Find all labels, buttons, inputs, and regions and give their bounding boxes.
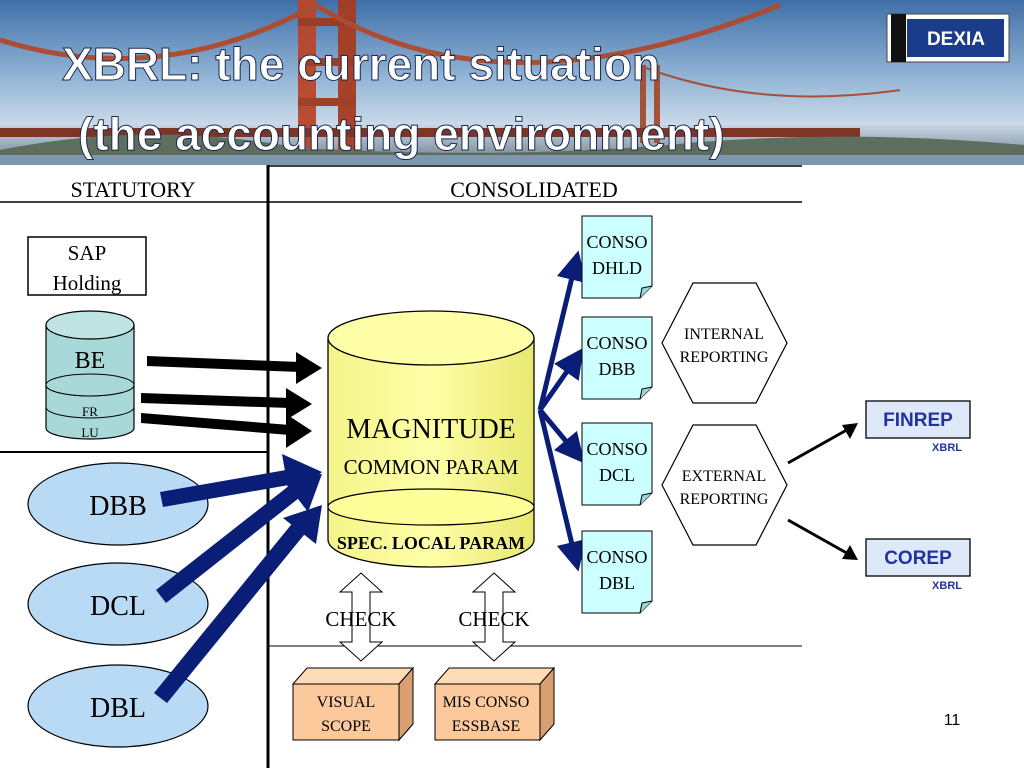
consolidated-header: CONSOLIDATED xyxy=(450,177,617,202)
dbb-label: DBB xyxy=(89,491,147,522)
visual-scope-box: VISUAL SCOPE xyxy=(291,666,415,742)
statutory-header: STATUTORY xyxy=(71,177,196,202)
check-label-2: CHECK xyxy=(458,607,529,631)
arrow-to-finrep xyxy=(787,423,858,465)
external-reporting-line2: REPORTING xyxy=(680,491,769,508)
arrow-fr-to-magnitude xyxy=(141,388,312,420)
corep-box: COREP XBRL xyxy=(865,538,971,592)
conso-dcl-line1: CONSO xyxy=(586,439,647,459)
conso-doc-dbl: CONSO DBL xyxy=(581,530,653,614)
finrep-box: FINREP XBRL xyxy=(865,400,971,454)
conso-dhld-line2: DHLD xyxy=(592,258,642,278)
db-fr-label: FR xyxy=(82,404,98,419)
conso-dhld-line1: CONSO xyxy=(586,232,647,252)
title-banner: XBRL: the current situation (the account… xyxy=(0,0,1024,165)
mis-conso-box: MIS CONSO ESSBASE xyxy=(433,666,556,742)
title-line-1: XBRL: the current situation xyxy=(62,38,660,90)
bridge-illustration xyxy=(0,0,1024,165)
check-arrow-1: CHECK xyxy=(325,572,397,662)
dcl-oval: DCL xyxy=(27,562,209,646)
arrow-to-corep xyxy=(787,518,858,560)
arrow-dcl-to-magnitude xyxy=(156,474,322,603)
conso-dcl-line2: DCL xyxy=(599,465,635,485)
conso-dbl-line2: DBL xyxy=(599,573,635,593)
statutory-feed-arrows xyxy=(141,352,322,448)
magnitude-database: MAGNITUDE COMMON PARAM SPEC. LOCAL PARAM xyxy=(327,310,535,568)
corep-label: COREP xyxy=(884,548,952,569)
corep-xbrl-tag: XBRL xyxy=(932,580,962,592)
finrep-xbrl-tag: XBRL xyxy=(932,442,962,454)
conso-fan-arrows xyxy=(537,250,587,572)
arrow-lu-to-magnitude xyxy=(141,413,312,448)
magnitude-title: MAGNITUDE xyxy=(346,414,516,445)
internal-reporting-line2: REPORTING xyxy=(680,349,769,366)
visual-scope-line1: VISUAL xyxy=(317,694,376,711)
sap-holding-line2: Holding xyxy=(53,271,122,295)
output-arrows xyxy=(787,423,858,560)
sap-holding-line1: SAP xyxy=(68,241,107,265)
logo-text: DEXIA xyxy=(927,29,985,50)
conso-dbb-line2: DBB xyxy=(598,359,635,379)
arrow-dbl-to-magnitude xyxy=(154,505,322,703)
arrow-to-conso-dbb xyxy=(537,347,584,412)
conso-dbl-line1: CONSO xyxy=(586,547,647,567)
be-fr-lu-database: BE FR LU xyxy=(45,310,135,440)
conso-doc-dbb: CONSO DBB xyxy=(581,316,653,400)
internal-reporting-hexagon: INTERNAL REPORTING xyxy=(661,282,788,404)
finrep-label: FINREP xyxy=(883,410,953,431)
magnitude-common-param: COMMON PARAM xyxy=(344,455,519,479)
title-line-2: (the accounting environment) xyxy=(78,108,725,160)
sap-holding-box: SAP Holding xyxy=(27,236,147,296)
arrow-to-conso-dcl xyxy=(538,408,585,464)
internal-reporting-line1: INTERNAL xyxy=(684,326,764,343)
mis-conso-line1: MIS CONSO xyxy=(443,694,530,711)
external-reporting-line1: EXTERNAL xyxy=(682,468,766,485)
visual-scope-line2: SCOPE xyxy=(321,718,371,735)
db-lu-label: LU xyxy=(81,425,99,440)
arrow-be-to-magnitude xyxy=(147,352,322,384)
conso-doc-dhld: CONSO DHLD xyxy=(581,215,653,299)
arrow-to-conso-dbl xyxy=(537,409,587,572)
page-number: 11 xyxy=(944,712,961,729)
external-reporting-hexagon: EXTERNAL REPORTING xyxy=(661,424,788,546)
db-be-label: BE xyxy=(75,348,106,374)
oval-feed-arrows xyxy=(154,454,322,703)
mis-conso-line2: ESSBASE xyxy=(452,718,520,735)
dcl-label: DCL xyxy=(90,591,146,622)
conso-doc-dcl: CONSO DCL xyxy=(581,422,653,506)
check-arrow-2: CHECK xyxy=(458,572,530,662)
check-label-1: CHECK xyxy=(325,607,396,631)
dexia-logo: DEXIA xyxy=(886,13,1010,63)
arrow-to-conso-dhld xyxy=(537,250,587,411)
dbb-oval: DBB xyxy=(27,462,209,546)
magnitude-spec-local-param: SPEC. LOCAL PARAM xyxy=(337,533,525,553)
dbl-label: DBL xyxy=(90,693,146,724)
conso-dbb-line1: CONSO xyxy=(586,333,647,353)
